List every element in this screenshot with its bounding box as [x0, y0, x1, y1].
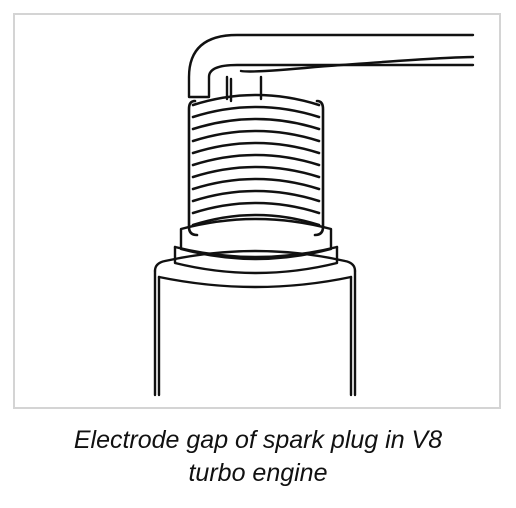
- gasket-ring: [173, 217, 339, 275]
- figure-frame: [13, 13, 501, 409]
- spark-plug-illustration: [153, 33, 475, 397]
- ground-electrode: [187, 33, 475, 99]
- figure-caption: Electrode gap of spark plug in V8 turbo …: [0, 424, 516, 490]
- caption-line-1: Electrode gap of spark plug in V8: [73, 426, 443, 454]
- gap-feeler-wire: [239, 55, 475, 73]
- thread-section: [187, 93, 325, 237]
- caption-line-2: turbo engine: [188, 459, 328, 487]
- plug-body: [153, 249, 357, 397]
